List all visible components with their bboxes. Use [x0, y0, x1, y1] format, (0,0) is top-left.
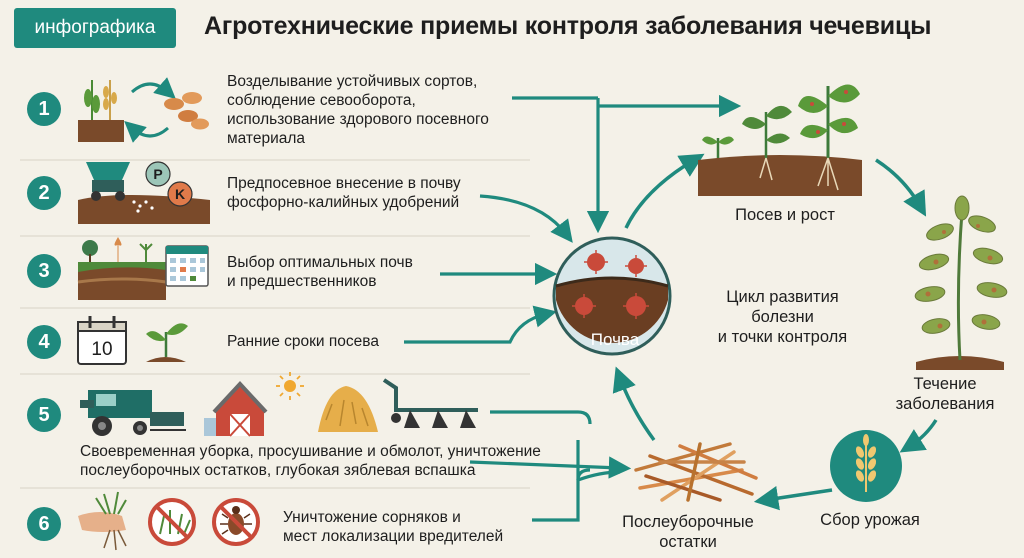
potassium-badge: K	[175, 186, 185, 202]
crop-rotation-icon	[78, 77, 209, 143]
step-4-text: Ранние сроки посева	[227, 333, 379, 350]
step-dividers	[20, 159, 530, 489]
combine-harvester-icon	[80, 390, 186, 436]
step-number-1: 1	[27, 92, 61, 126]
early-sowing-calendar-icon: 10	[77, 316, 127, 365]
diseased-plant-icon	[914, 195, 1008, 370]
step-number-3: 3	[27, 254, 61, 288]
calendar-day: 10	[91, 339, 112, 360]
stage-sowing-label: Посев и рост	[735, 206, 835, 224]
plough-icon	[382, 378, 478, 428]
cycle-arrows	[612, 153, 938, 511]
no-pests-icon	[212, 498, 260, 546]
hand-pulling-weeds-icon	[78, 491, 127, 551]
page-title: Агротехнические приемы контроля заболева…	[204, 12, 932, 40]
phosphorus-badge: P	[153, 166, 162, 182]
sun-icon	[276, 372, 304, 400]
barn-icon	[204, 381, 268, 437]
sowing-growth-icon	[698, 84, 862, 196]
soil-selection-icon	[77, 237, 209, 300]
control-arrows	[404, 94, 742, 522]
sprout-icon	[146, 323, 188, 362]
step-number-6: 6	[27, 507, 61, 541]
stage-harvest-label: Сбор урожая	[820, 511, 920, 529]
pathogen-spikes	[572, 250, 649, 319]
no-weeds-icon	[148, 498, 196, 546]
haystack-icon	[318, 386, 378, 432]
step-1-text: Возделывание устойчивых сортов,соблюдени…	[227, 73, 489, 147]
fertilizer-spreader-icon: P K	[78, 161, 210, 224]
infographic-tag: инфографика	[14, 8, 176, 48]
step-number-5: 5	[27, 398, 61, 432]
harvest-wheat-icon	[830, 430, 902, 502]
step-number-4: 4	[27, 325, 61, 359]
crop-residues-icon	[634, 442, 758, 502]
pathogen-spores	[575, 253, 646, 316]
step-number-2: 2	[27, 176, 61, 210]
soil-label: Почва	[590, 330, 640, 349]
step-5-text: Своевременная уборка, просушивание и обм…	[80, 443, 541, 479]
